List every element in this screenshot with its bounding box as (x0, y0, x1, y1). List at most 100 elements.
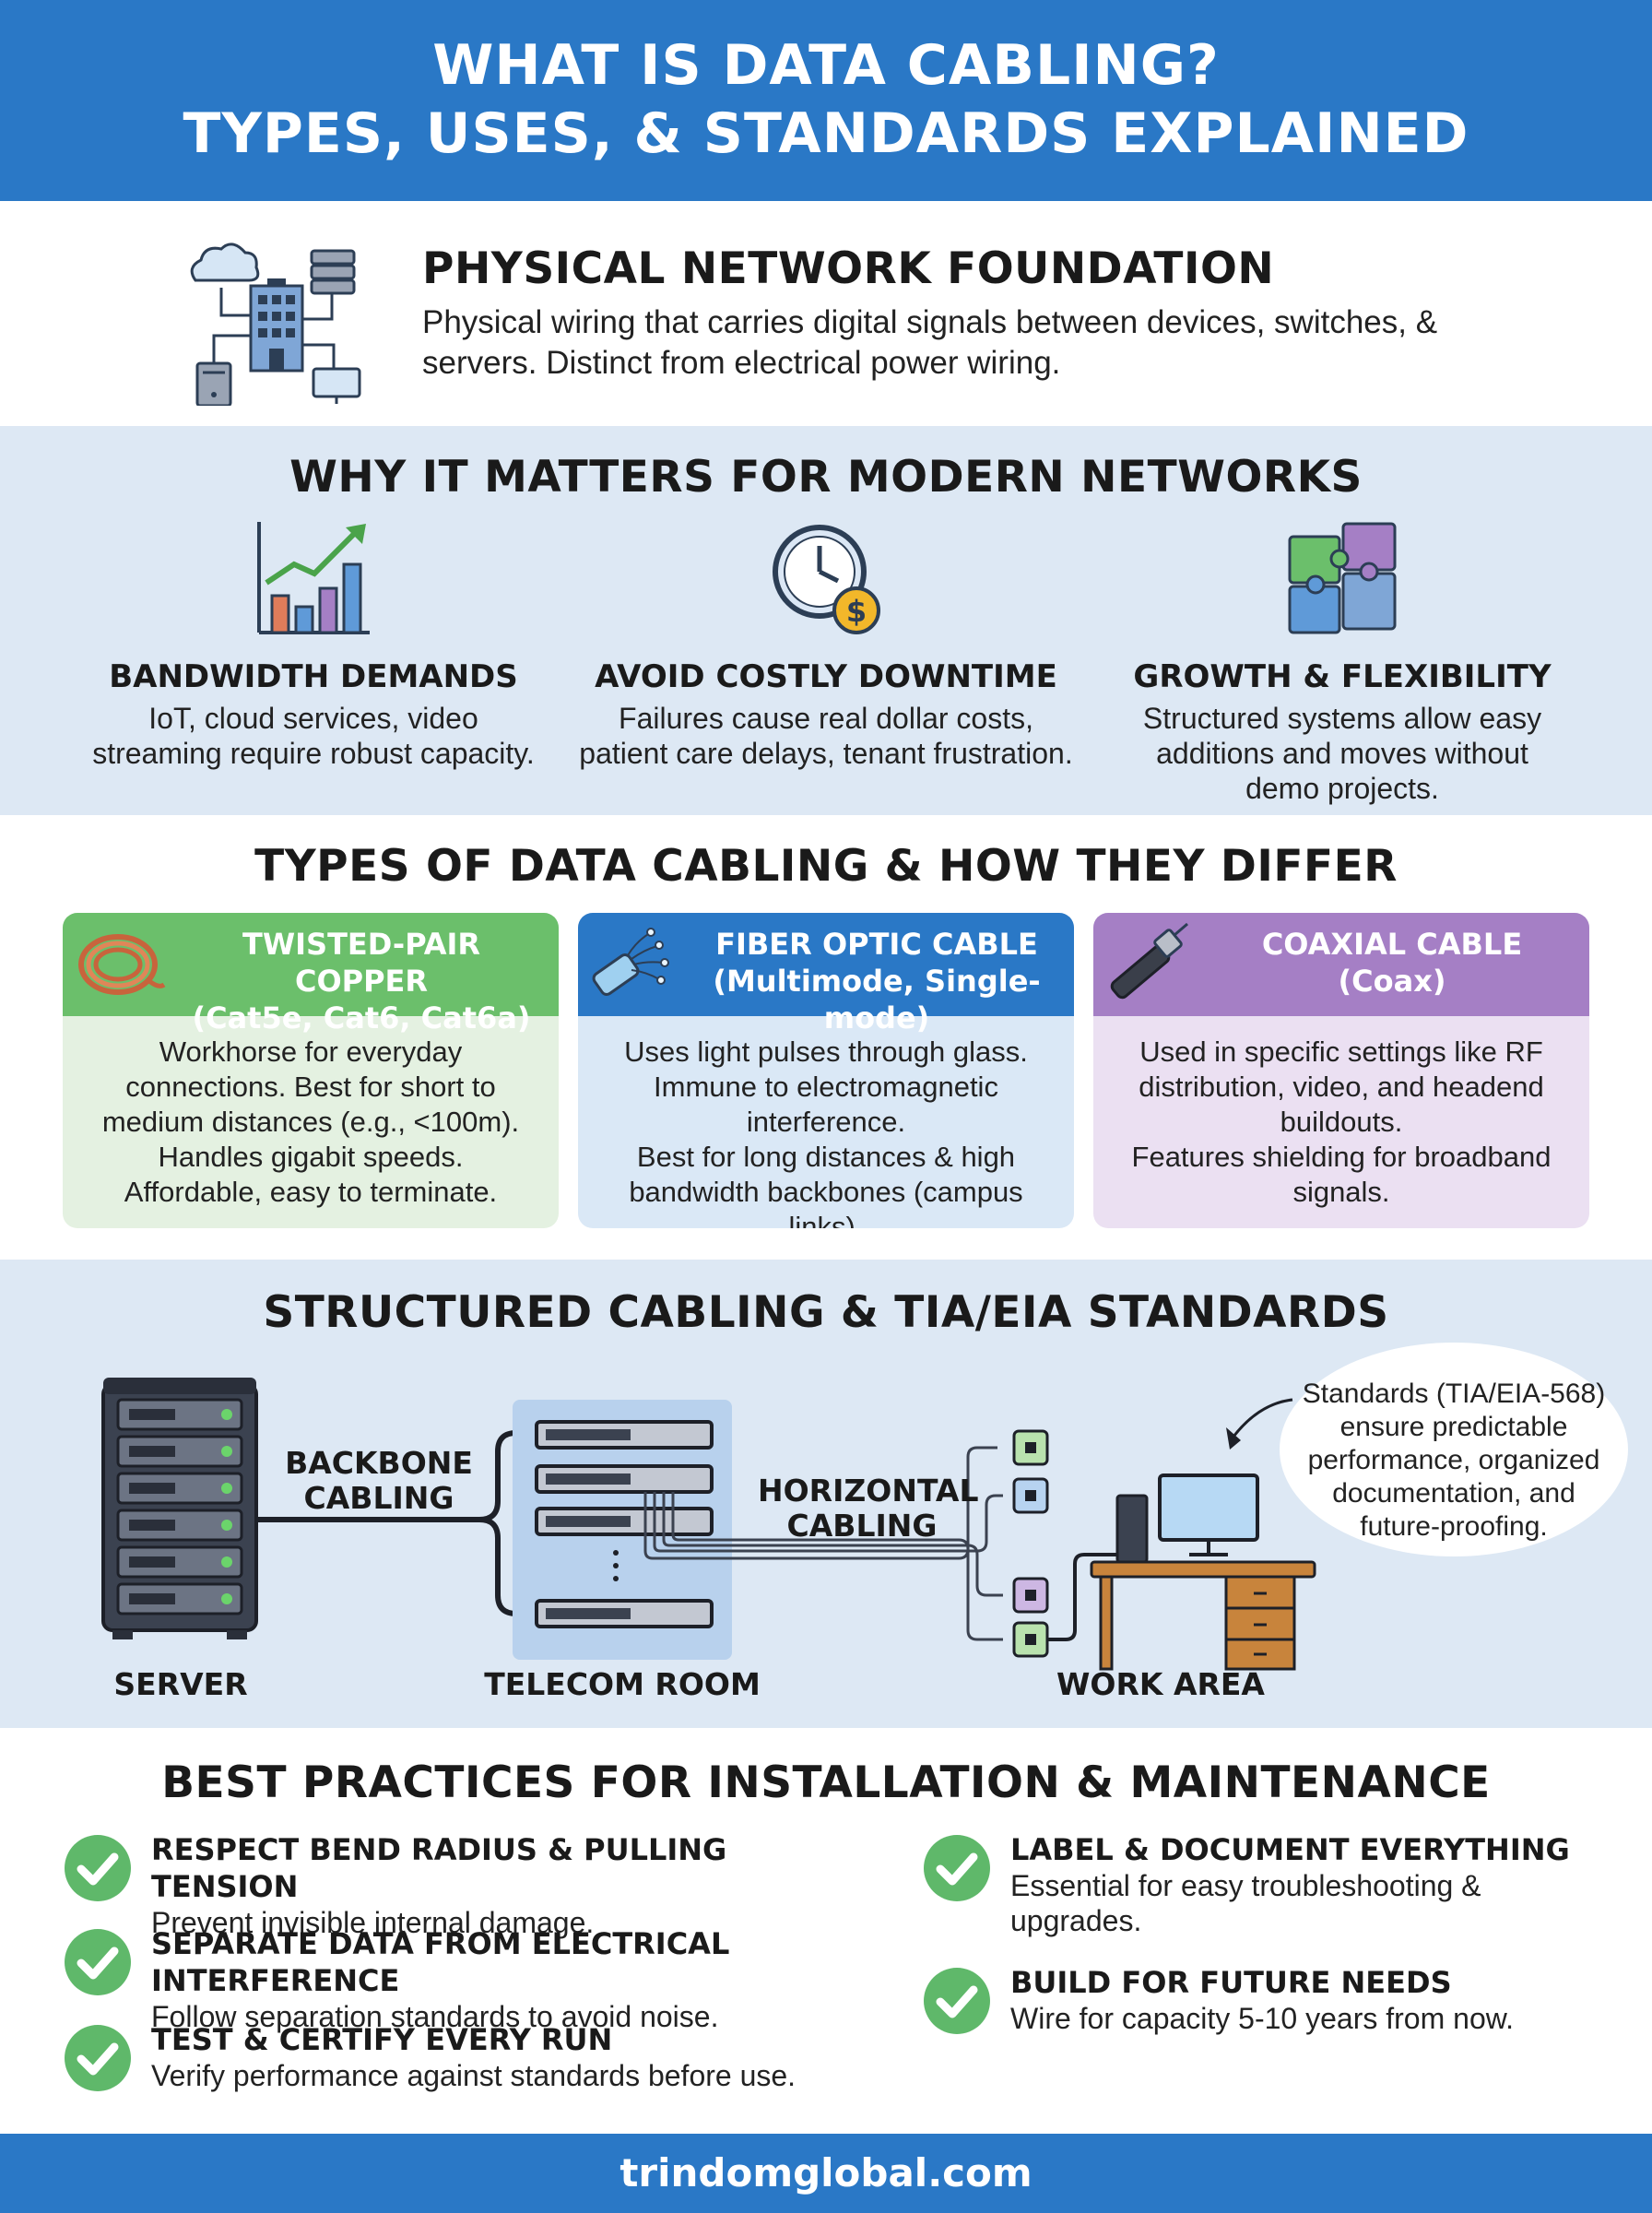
practice-heading: LABEL & DOCUMENT EVERYTHING (1010, 1832, 1570, 1867)
bar-chart-growth-icon (257, 522, 370, 634)
practice-heading: SEPARATE DATA FROM ELECTRICAL INTERFEREN… (151, 1926, 730, 1998)
practice-text: Verify performance against standards bef… (151, 2059, 796, 2092)
card-line: Uses light pulses through glass. (624, 1035, 1028, 1068)
why-line: additions and moves without (1156, 737, 1528, 770)
card-title: TWISTED-PAIR COPPER (Cat5e, Cat6, Cat6a) (173, 926, 549, 1036)
best-practices-title: BEST PRACTICES FOR INSTALLATION & MAINTE… (161, 1757, 1491, 1808)
card-header: COAXIAL CABLE (Coax) (1093, 913, 1589, 1016)
why-line: streaming require robust capacity. (92, 737, 535, 770)
monitor-icon (1158, 1473, 1259, 1556)
pc-tower-icon (1115, 1494, 1149, 1564)
desk-icon (1090, 1560, 1316, 1671)
label-line: CABLING (786, 1508, 938, 1544)
card-line: Used in specific settings like RF (1139, 1035, 1543, 1068)
label-line: BACKBONE (285, 1445, 473, 1481)
card-line: Best for long distances & high (636, 1141, 1016, 1173)
practice-item: RESPECT BEND RADIUS & PULLING TENSION Pr… (63, 1831, 819, 1940)
why-line: demo projects. (1245, 772, 1439, 805)
card-header: FIBER OPTIC CABLE (Multimode, Single-mod… (578, 913, 1074, 1035)
why-text: Failures cause real dollar costs, patien… (568, 701, 1084, 771)
why-title: WHY IT MATTERS FOR MODERN NETWORKS (289, 452, 1363, 503)
card-line: connections. Best for short to (125, 1071, 496, 1103)
checkmark-icon (65, 1835, 131, 1901)
card-line: Immune to electromagnetic (654, 1071, 998, 1103)
why-text: IoT, cloud services, video streaming req… (55, 701, 572, 771)
practice-text: Wire for capacity 5-10 years from now. (1010, 2002, 1514, 2035)
card-body: Workhorse for everyday connections. Best… (63, 1016, 559, 1210)
card-line: Affordable, easy to terminate. (124, 1176, 498, 1208)
patch-panel-icon (535, 1420, 714, 1628)
why-line: Failures cause real dollar costs, (619, 702, 1033, 735)
backbone-cable (256, 1430, 537, 1616)
bubble-line: performance, organized (1307, 1445, 1600, 1475)
checkmark-icon (924, 1968, 990, 2034)
practice-text: Follow separation standards to avoid noi… (151, 2000, 719, 2033)
title-line-2: TYPES, USES, & STANDARDS EXPLAINED (183, 101, 1469, 166)
clock-dollar-icon: $ (773, 525, 880, 634)
card-subtitle-line: (Multimode, Single-mode) (713, 964, 1041, 1035)
foundation-title: PHYSICAL NETWORK FOUNDATION (422, 243, 1275, 294)
card-line: interference. (746, 1106, 906, 1138)
why-line: patient care delays, tenant frustration. (579, 737, 1073, 770)
card-title: COAXIAL CABLE (Coax) (1204, 926, 1580, 1000)
bubble-line: Standards (TIA/EIA-568) (1302, 1379, 1606, 1409)
label-line: HORIZONTAL (758, 1473, 979, 1509)
practice-item: BUILD FOR FUTURE NEEDS Wire for capacity… (922, 1964, 1604, 2036)
bubble-line: future-proofing. (1360, 1511, 1548, 1542)
card-body: Used in specific settings like RF distri… (1093, 1016, 1589, 1210)
card-line: Features shielding for broadband (1131, 1141, 1552, 1173)
horizontal-cables (643, 1446, 1003, 1641)
network-building-icon (190, 243, 361, 406)
wall-jacks (1012, 1429, 1049, 1658)
card-subtitle-line: (Cat5e, Cat6, Cat6a) (192, 1000, 531, 1035)
foundation-desc-line-2: servers. Distinct from electrical power … (422, 345, 1061, 381)
why-heading: BANDWIDTH DEMANDS (109, 658, 518, 695)
coax-cable-icon (1110, 922, 1188, 1000)
foundation-description: Physical wiring that carries digital sig… (422, 302, 1528, 384)
card-coaxial: COAXIAL CABLE (Coax) Used in specific se… (1093, 913, 1589, 1228)
why-item-downtime: $ AVOID COSTLY DOWNTIME Failures cause r… (568, 518, 1084, 771)
header-banner: WHAT IS DATA CABLING? TYPES, USES, & STA… (0, 0, 1652, 201)
why-item-growth: GROWTH & FLEXIBILITY Structured systems … (1084, 518, 1600, 806)
card-line: bandwidth backbones (campus links). (629, 1176, 1023, 1228)
fiber-optic-cable-icon (592, 928, 669, 996)
footer-site-link[interactable]: trindomglobal.com (620, 2150, 1032, 2195)
horizontal-cabling-label: HORIZONTAL CABLING (758, 1473, 978, 1544)
telecom-room-label: TELECOM ROOM (484, 1666, 761, 1702)
types-title: TYPES OF DATA CABLING & HOW THEY DIFFER (254, 841, 1398, 892)
card-line: signals. (1292, 1176, 1390, 1208)
backbone-cabling-label: BACKBONE CABLING (282, 1446, 476, 1516)
practice-text: Prevent invisible internal damage. (151, 1906, 595, 1939)
svg-text:$: $ (846, 594, 867, 629)
checkmark-icon (924, 1835, 990, 1901)
practice-heading: BUILD FOR FUTURE NEEDS (1010, 1965, 1452, 2000)
practice-heading: RESPECT BEND RADIUS & PULLING TENSION (151, 1832, 727, 1904)
why-line: IoT, cloud services, video (148, 702, 478, 735)
work-area-cable (1047, 1553, 1117, 1641)
practice-text: Essential for easy troubleshooting & (1010, 1869, 1481, 1902)
practice-item: LABEL & DOCUMENT EVERYTHING Essential fo… (922, 1831, 1604, 1938)
checkmark-icon (65, 2025, 131, 2091)
card-header: TWISTED-PAIR COPPER (Cat5e, Cat6, Cat6a) (63, 913, 559, 1035)
card-line: medium distances (e.g., <100m). (101, 1106, 520, 1138)
card-title: FIBER OPTIC CABLE (Multimode, Single-mod… (689, 926, 1065, 1036)
bubble-arrow (1232, 1398, 1293, 1438)
card-line: Workhorse for everyday (159, 1035, 463, 1068)
server-rack-icon (101, 1378, 258, 1639)
page-title: WHAT IS DATA CABLING? TYPES, USES, & STA… (0, 0, 1652, 168)
puzzle-pieces-icon (1288, 522, 1397, 634)
server-label: SERVER (113, 1666, 248, 1702)
why-section: WHY IT MATTERS FOR MODERN NETWORKS BANDW… (0, 426, 1652, 815)
card-title-line: COAXIAL CABLE (1261, 927, 1523, 962)
card-subtitle-line: (Coax) (1338, 964, 1446, 999)
work-area-label: WORK AREA (1056, 1666, 1265, 1702)
title-line-1: WHAT IS DATA CABLING? (432, 33, 1220, 98)
practice-item: SEPARATE DATA FROM ELECTRICAL INTERFEREN… (63, 1925, 819, 2034)
practice-text: upgrades. (1010, 1904, 1142, 1937)
card-line: buildouts. (1280, 1106, 1403, 1138)
card-title-line: TWISTED-PAIR COPPER (242, 927, 481, 999)
bubble-line: ensure predictable (1339, 1412, 1568, 1442)
why-text: Structured systems allow easy additions … (1084, 701, 1600, 806)
card-fiber-optic: FIBER OPTIC CABLE (Multimode, Single-mod… (578, 913, 1074, 1228)
card-line: Handles gigabit speeds. (158, 1141, 464, 1173)
